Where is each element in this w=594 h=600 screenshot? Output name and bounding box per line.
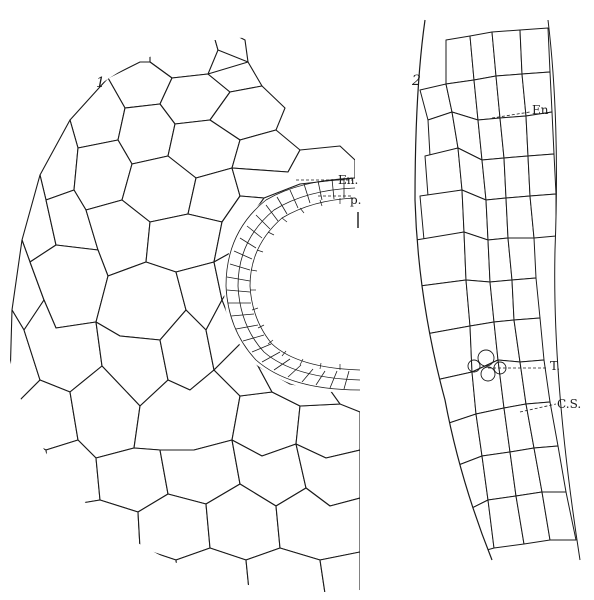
figure-1-section [10,14,360,600]
figure-1-pericycle-label: p. [350,194,362,206]
figure-1-endodermis-label: En. [338,174,358,186]
figure-2-tracheid-label: T. [550,360,560,372]
figure-2-cs-label: C.S. [557,398,581,410]
figure-2-section [415,20,580,560]
figure-1-number: 1 [96,76,105,90]
figure-2-endodermis-label: En [532,104,549,116]
figure-2-number: 2 [412,74,421,88]
